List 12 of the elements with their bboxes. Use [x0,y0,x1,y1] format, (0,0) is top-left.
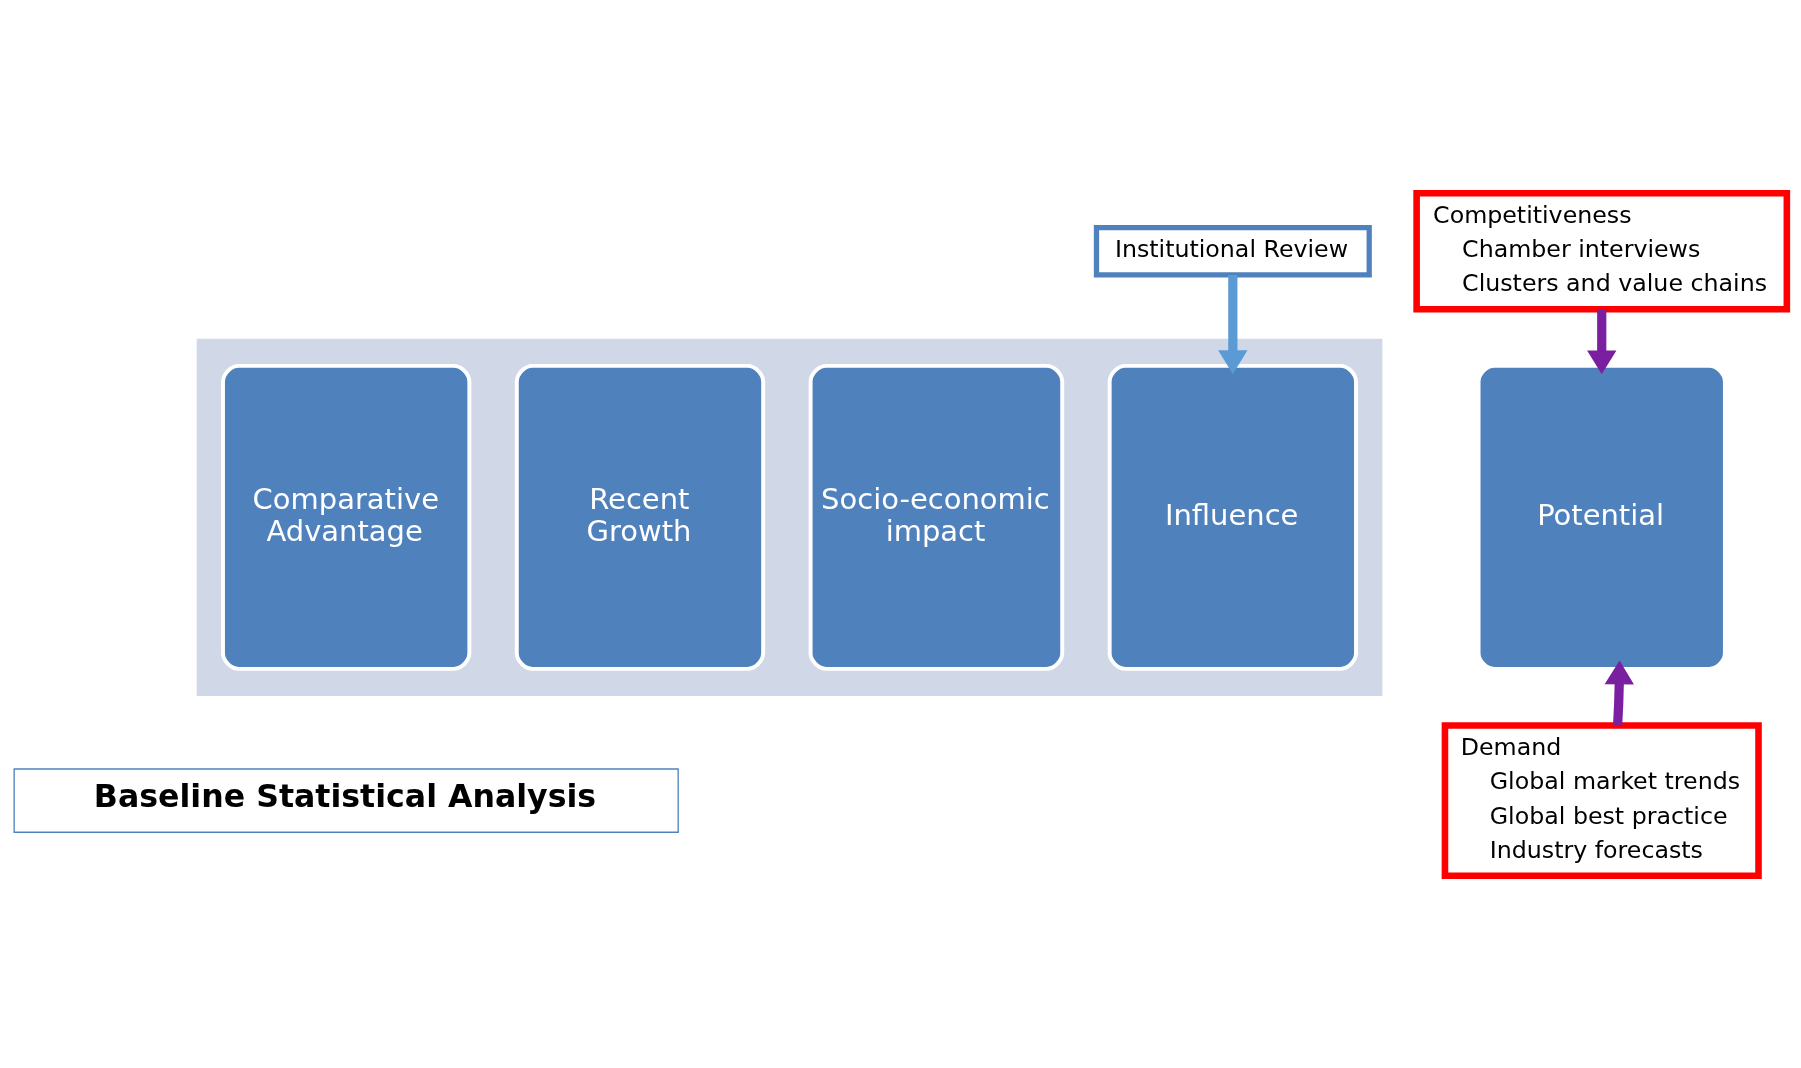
node-box: Baseline Statistical Analysis [13,767,679,833]
cluster [196,338,1383,696]
node-box: Institutional Review [1093,224,1372,278]
node-box: Comparative Advantage [221,363,472,671]
arrow [1604,659,1634,726]
arrow [1218,274,1248,374]
arrow [1587,309,1617,374]
node-box: Socio-economic impact [808,363,1065,671]
node-box: Demand Global market trends Global best practice Industry forecasts [1441,721,1762,879]
node-box: Influence [1107,363,1358,671]
node-box: Competitiveness Chamber interviews Clusters and value chains [1413,189,1791,312]
node-box: Recent Growth [514,363,766,671]
